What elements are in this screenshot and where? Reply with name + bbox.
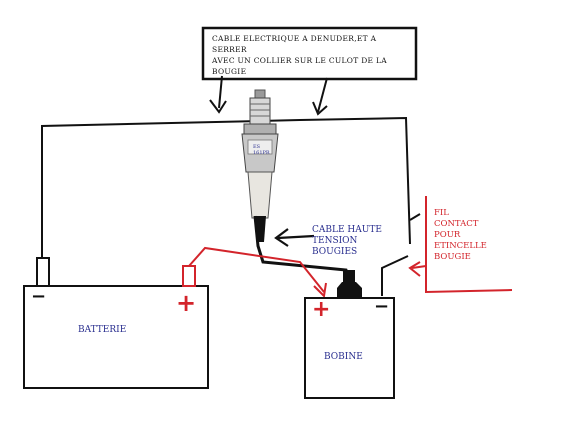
plug-boot [254,216,266,242]
battery-neg-post [36,257,50,287]
coil-body [304,297,395,399]
note-arrow-left [209,75,227,114]
spark-plug-marking: ES 161PR [253,144,270,156]
switch-arrow [409,213,421,221]
contact-switch [381,255,409,296]
coil-tower [337,270,362,298]
top-note-box [201,26,418,81]
battery-pos-post [182,265,196,287]
battery-label: BATTERIE [78,325,127,335]
coil-positive-symbol: + [312,297,331,322]
ht-cable-arrow [274,228,315,247]
note-arrow-right [312,77,328,116]
spark-plug [241,89,279,219]
top-note-text: CABLE ELECTRIQUE A DENUDER,ET A SERRER A… [212,34,388,76]
battery-negative-symbol: − [31,286,47,307]
contact-wire-label: FIL CONTACT POUR ETINCELLE BOUGIE [434,208,487,262]
battery-body [23,285,209,389]
high-tension-cable-label: CABLE HAUTE TENSION BOUGIES [312,225,382,257]
coil-label: BOBINE [324,352,363,362]
positive-wire [188,246,327,299]
coil-negative-symbol: − [374,296,390,317]
battery-positive-symbol: + [176,289,197,317]
contact-label-bracket [408,196,513,294]
